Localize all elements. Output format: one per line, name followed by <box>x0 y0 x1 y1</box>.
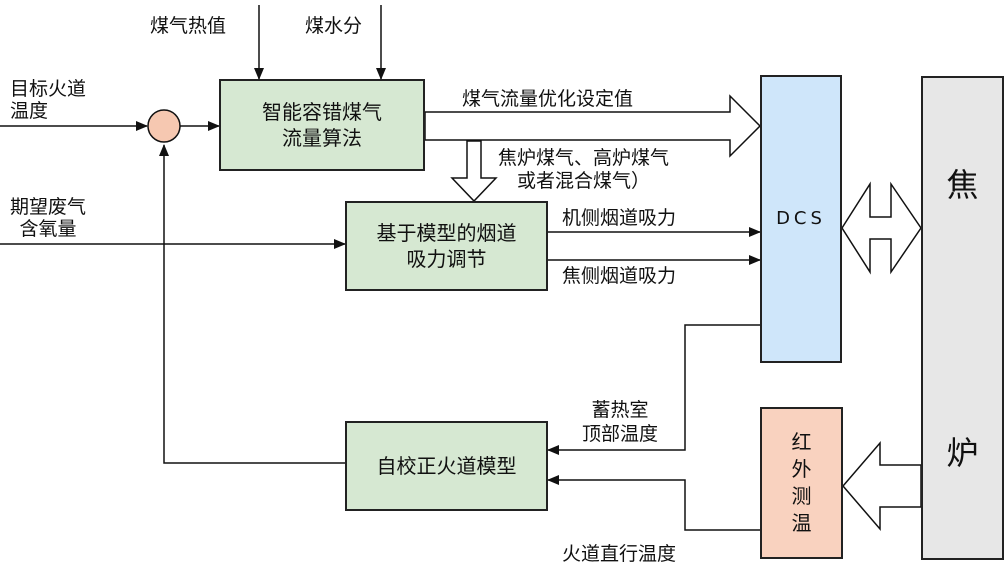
infrared-measurement-block: 红 外 测 温 <box>760 407 843 559</box>
gas-flow-setpoint-arrow <box>424 94 762 158</box>
dcs-oven-bidirectional-arrow <box>841 181 922 275</box>
regenerator-temp-line <box>547 324 760 455</box>
coal-moisture-label: 煤水分 <box>305 15 363 37</box>
gas-types-label: 焦炉煤气、高炉煤气 或者混合煤气） <box>498 147 670 192</box>
summing-junction <box>147 109 181 143</box>
flue-temp-line <box>547 475 760 531</box>
expected-oxygen-label: 期望废气 含氧量 <box>10 196 87 240</box>
regenerator-top-temp-label: 蓄热室 顶部温度 <box>582 399 659 445</box>
coke-oven-block: 焦 炉 <box>921 76 1004 560</box>
target-flue-temp-label: 目标火道 温度 <box>10 78 87 122</box>
gas-heat-value-label: 煤气热值 <box>150 15 227 37</box>
oven-to-infrared-arrow <box>842 440 922 532</box>
machine-side-suction-label: 机侧烟道吸力 <box>562 207 677 229</box>
self-correcting-model-block: 自校正火道模型 <box>345 421 548 511</box>
feedback-line <box>159 144 345 464</box>
model-suction-block: 基于模型的烟道 吸力调节 <box>345 201 548 291</box>
dcs-block: DCS <box>760 75 842 363</box>
coke-side-suction-label: 焦侧烟道吸力 <box>562 265 677 287</box>
algo-to-model-arrow <box>450 140 498 203</box>
flue-straight-temp-label: 火道直行温度 <box>562 543 677 565</box>
fault-tolerant-algorithm-block: 智能容错煤气 流量算法 <box>219 79 425 171</box>
gas-flow-setpoint-label: 煤气流量优化设定值 <box>462 88 634 110</box>
